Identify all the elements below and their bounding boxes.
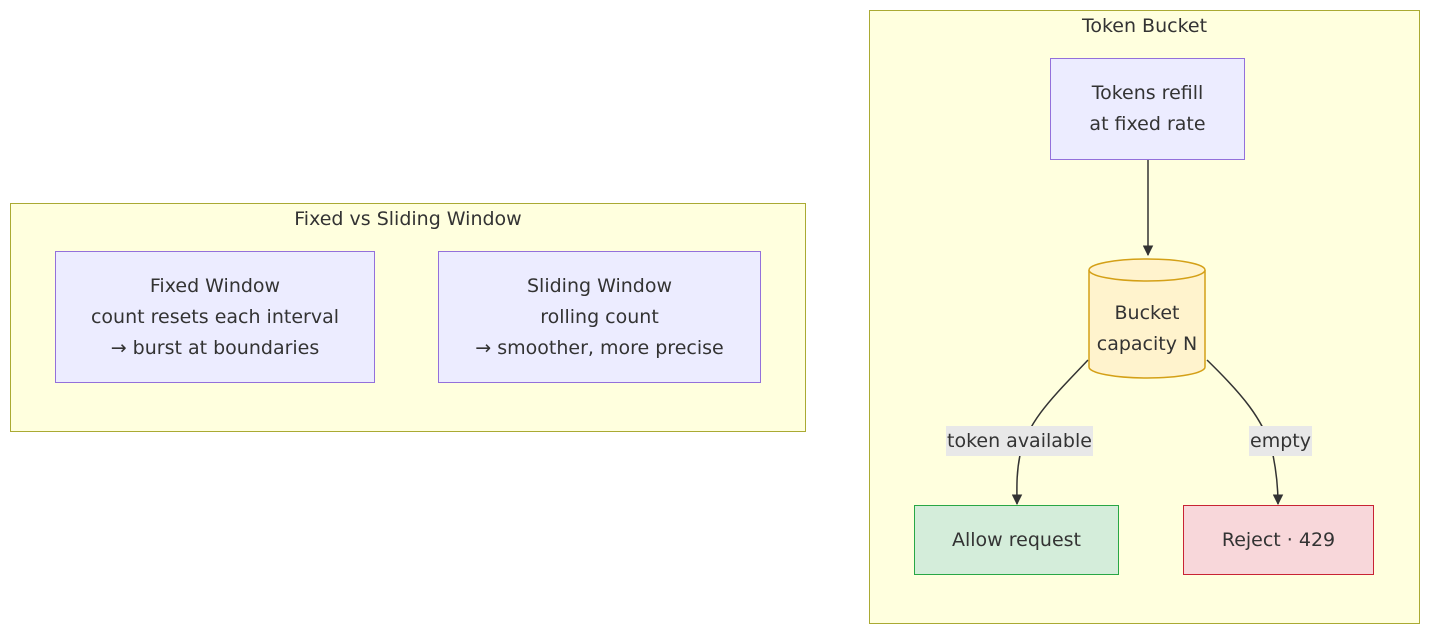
reject-429-label: Reject · 429 [1221,528,1336,551]
bucket-line-2: capacity N [1096,333,1198,355]
sliding-window-line-3: → smoother, more precise [475,336,724,359]
fixed-window-node: Fixed Window count resets each interval … [55,251,375,383]
cluster-title-fixed-vs-sliding: Fixed vs Sliding Window [294,208,522,230]
sliding-window-node: Sliding Window rolling count → smoother,… [438,251,761,383]
sliding-window-line-1: Sliding Window [526,274,672,297]
allow-request-label: Allow request [952,528,1081,551]
edge-label-empty: empty [1249,426,1312,456]
fixed-window-line-2: count resets each interval [90,305,339,328]
fixed-window-line-3: → burst at boundaries [110,336,320,359]
fixed-window-line-1: Fixed Window [149,274,281,297]
reject-429-node: Reject · 429 [1183,505,1374,575]
bucket-node-text: Bucket capacity N [1089,282,1205,376]
tokens-refill-line-1: Tokens refill [1091,82,1204,104]
tokens-refill-node: Tokens refill at fixed rate [1050,58,1245,160]
edge-label-token-available: token available [946,426,1093,456]
bucket-line-1: Bucket [1114,302,1180,324]
allow-request-node: Allow request [914,505,1119,575]
tokens-refill-line-2: at fixed rate [1089,113,1206,135]
cluster-title-token-bucket: Token Bucket [1081,15,1208,37]
sliding-window-line-2: rolling count [540,305,659,328]
bucket-cylinder [1088,258,1206,379]
